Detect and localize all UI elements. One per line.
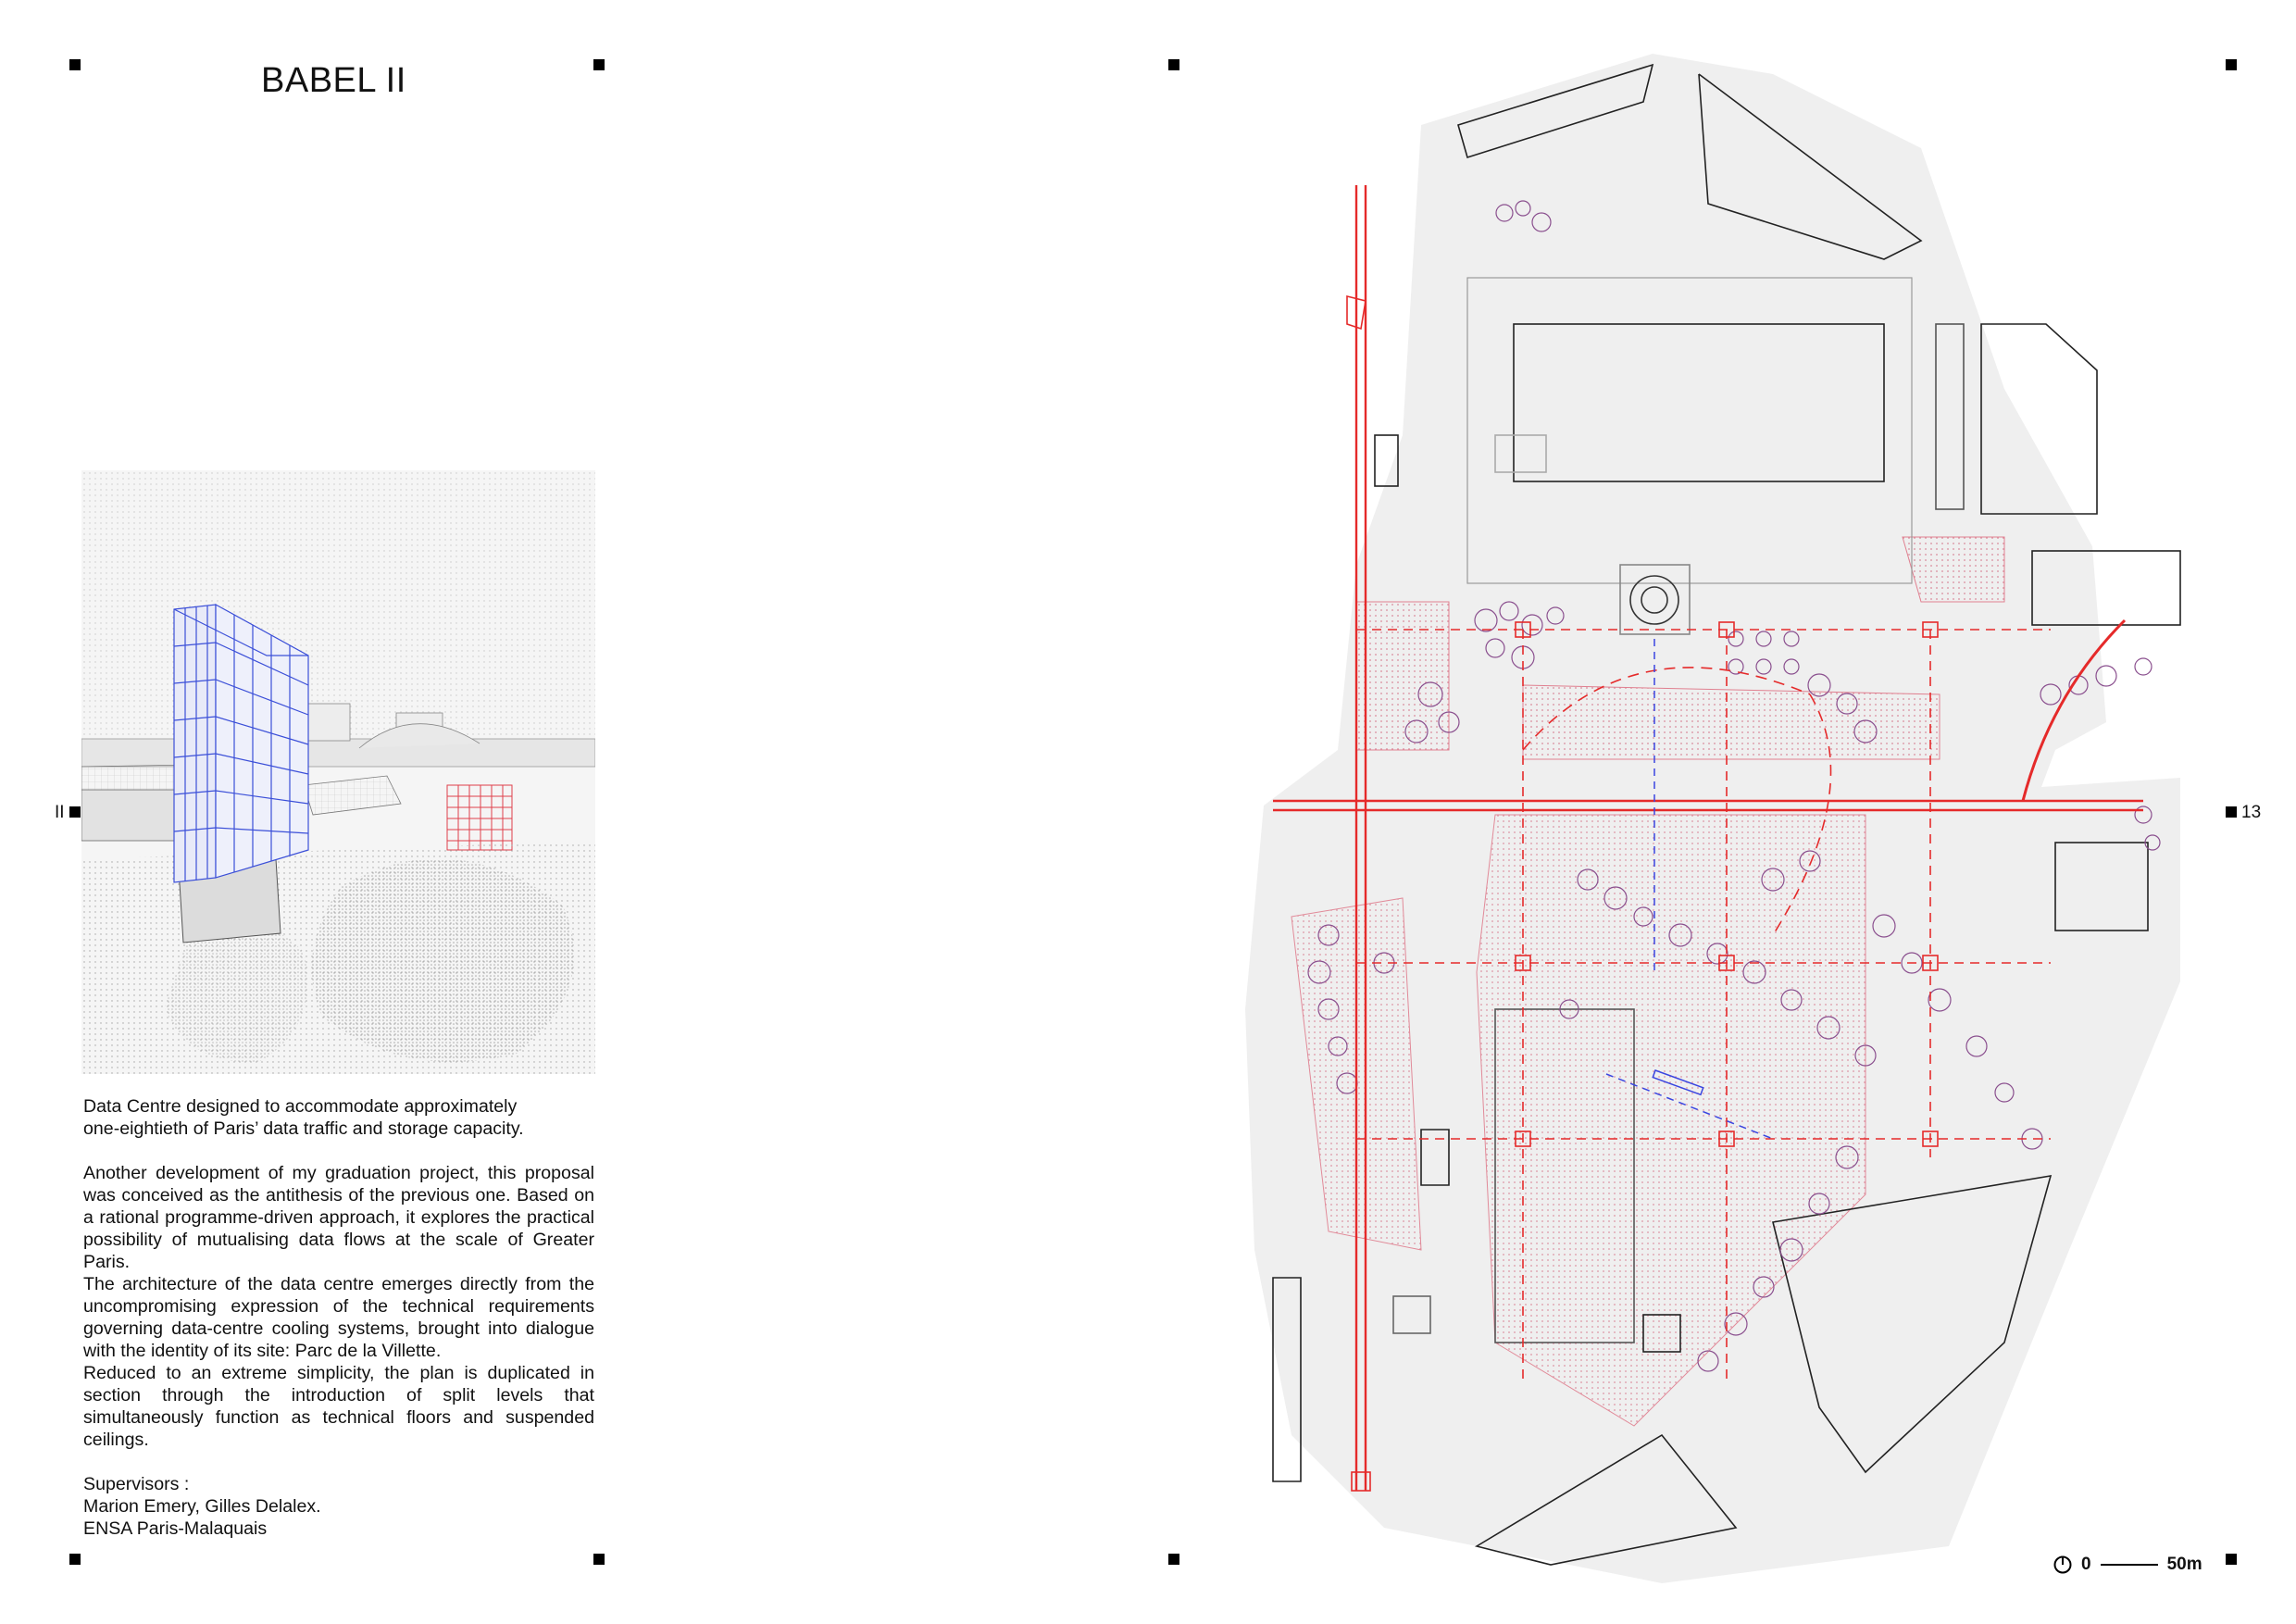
page-number-left: II xyxy=(55,803,65,822)
scale-start-label: 0 xyxy=(2081,1555,2091,1574)
crop-mark-bottom-center-left xyxy=(593,1554,605,1565)
paragraph-architecture: The architecture of the data centre emer… xyxy=(83,1274,594,1361)
crop-mark-mid-left xyxy=(69,806,81,818)
crop-mark-top-left xyxy=(69,59,81,70)
paragraph-section: Reduced to an extreme simplicity, the pl… xyxy=(83,1363,594,1450)
site-plan-drawing xyxy=(1245,54,2181,1583)
scale-end-label: 50m xyxy=(2166,1555,2202,1574)
crop-mark-bottom-left xyxy=(69,1554,81,1565)
crop-mark-bottom-right xyxy=(2226,1554,2237,1565)
school-name: ENSA Paris-Malaquais xyxy=(83,1518,268,1539)
project-description: Data Centre designed to accommodate appr… xyxy=(83,1095,594,1540)
page-title: BABEL II xyxy=(261,61,406,100)
crop-mark-mid-right xyxy=(2226,806,2237,818)
crop-mark-top-center-right xyxy=(1168,59,1179,70)
crop-mark-top-center-left xyxy=(593,59,605,70)
site-plan xyxy=(1217,46,2199,1583)
north-arrow-icon xyxy=(2053,1555,2072,1574)
page-number-right: 13 xyxy=(2241,803,2262,822)
crop-mark-bottom-center-right xyxy=(1168,1554,1179,1565)
supervisors-names: Marion Emery, Gilles Delalex. xyxy=(83,1496,321,1517)
supervisors-label: Supervisors : xyxy=(83,1474,190,1494)
perspective-render xyxy=(81,470,595,1074)
crop-mark-top-right xyxy=(2226,59,2237,70)
render-drawing xyxy=(81,470,595,1074)
lead-line-2: one-eightieth of Paris’ data traffic and… xyxy=(83,1118,524,1139)
lead-line-1: Data Centre designed to accommodate appr… xyxy=(83,1096,518,1117)
scale-bar-line xyxy=(2100,1564,2158,1566)
paragraph-approach: Another development of my graduation pro… xyxy=(83,1163,594,1272)
scale-bar: 0 50m xyxy=(2053,1554,2202,1576)
